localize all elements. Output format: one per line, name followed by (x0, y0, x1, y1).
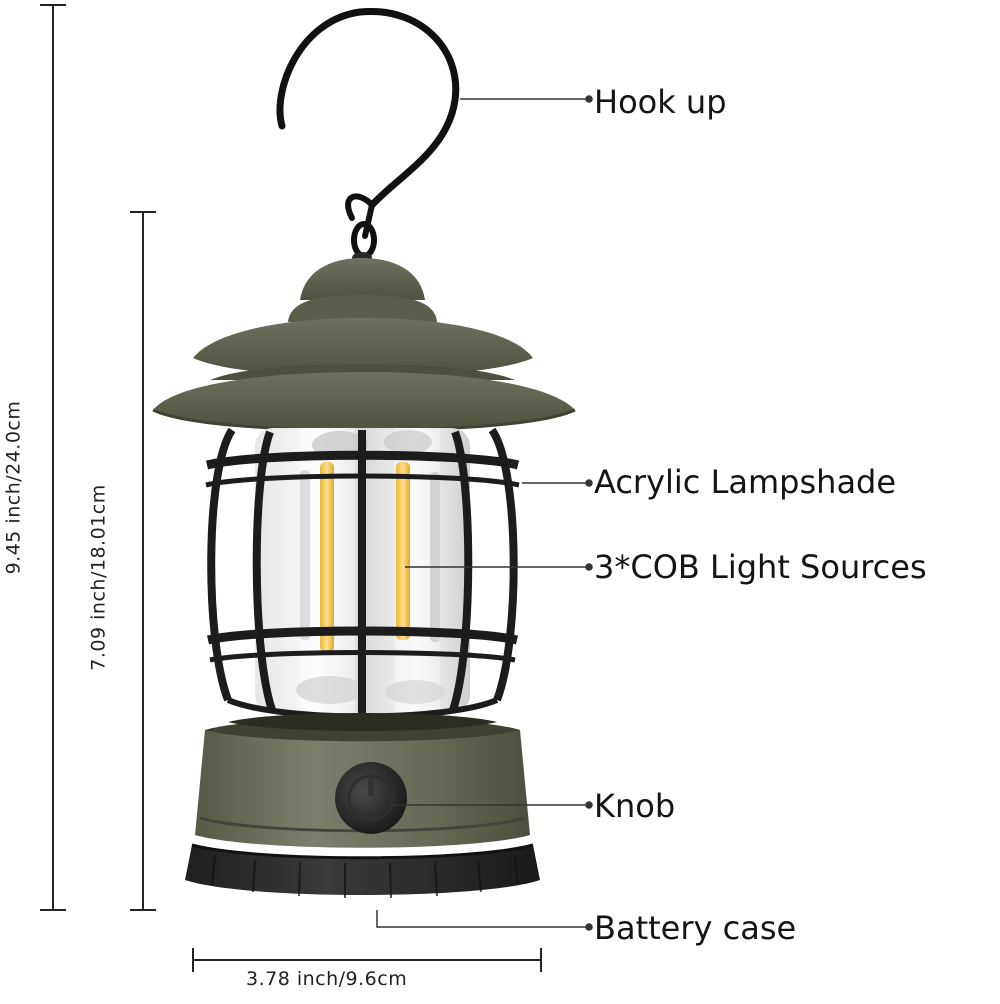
knob (335, 762, 407, 834)
dimension-body-height-line (130, 211, 156, 911)
lantern-top-cap (152, 252, 576, 432)
dimension-total-height-line (40, 4, 66, 911)
callout-knob: Knob (594, 787, 676, 825)
callout-acrylic-lampshade: Acrylic Lampshade (594, 463, 897, 501)
metal-cage (205, 427, 520, 720)
callout-hook-up: Hook up (594, 83, 727, 121)
battery-case (185, 843, 540, 899)
dimension-width-line (192, 948, 542, 972)
dimension-total-height-label: 9.45 inch/24.0cm (2, 400, 25, 575)
callout-leader-lines (376, 95, 593, 931)
leader-battery (376, 910, 589, 928)
callout-battery-case: Battery case (594, 909, 797, 947)
dimension-width-label: 3.78 inch/9.6cm (246, 968, 408, 990)
hook (276, 7, 460, 259)
callout-cob-light-sources: 3*COB Light Sources (594, 548, 927, 586)
dimension-body-height-label: 7.09 inch/18.01cm (87, 484, 110, 671)
cob-light-sources (300, 462, 440, 652)
